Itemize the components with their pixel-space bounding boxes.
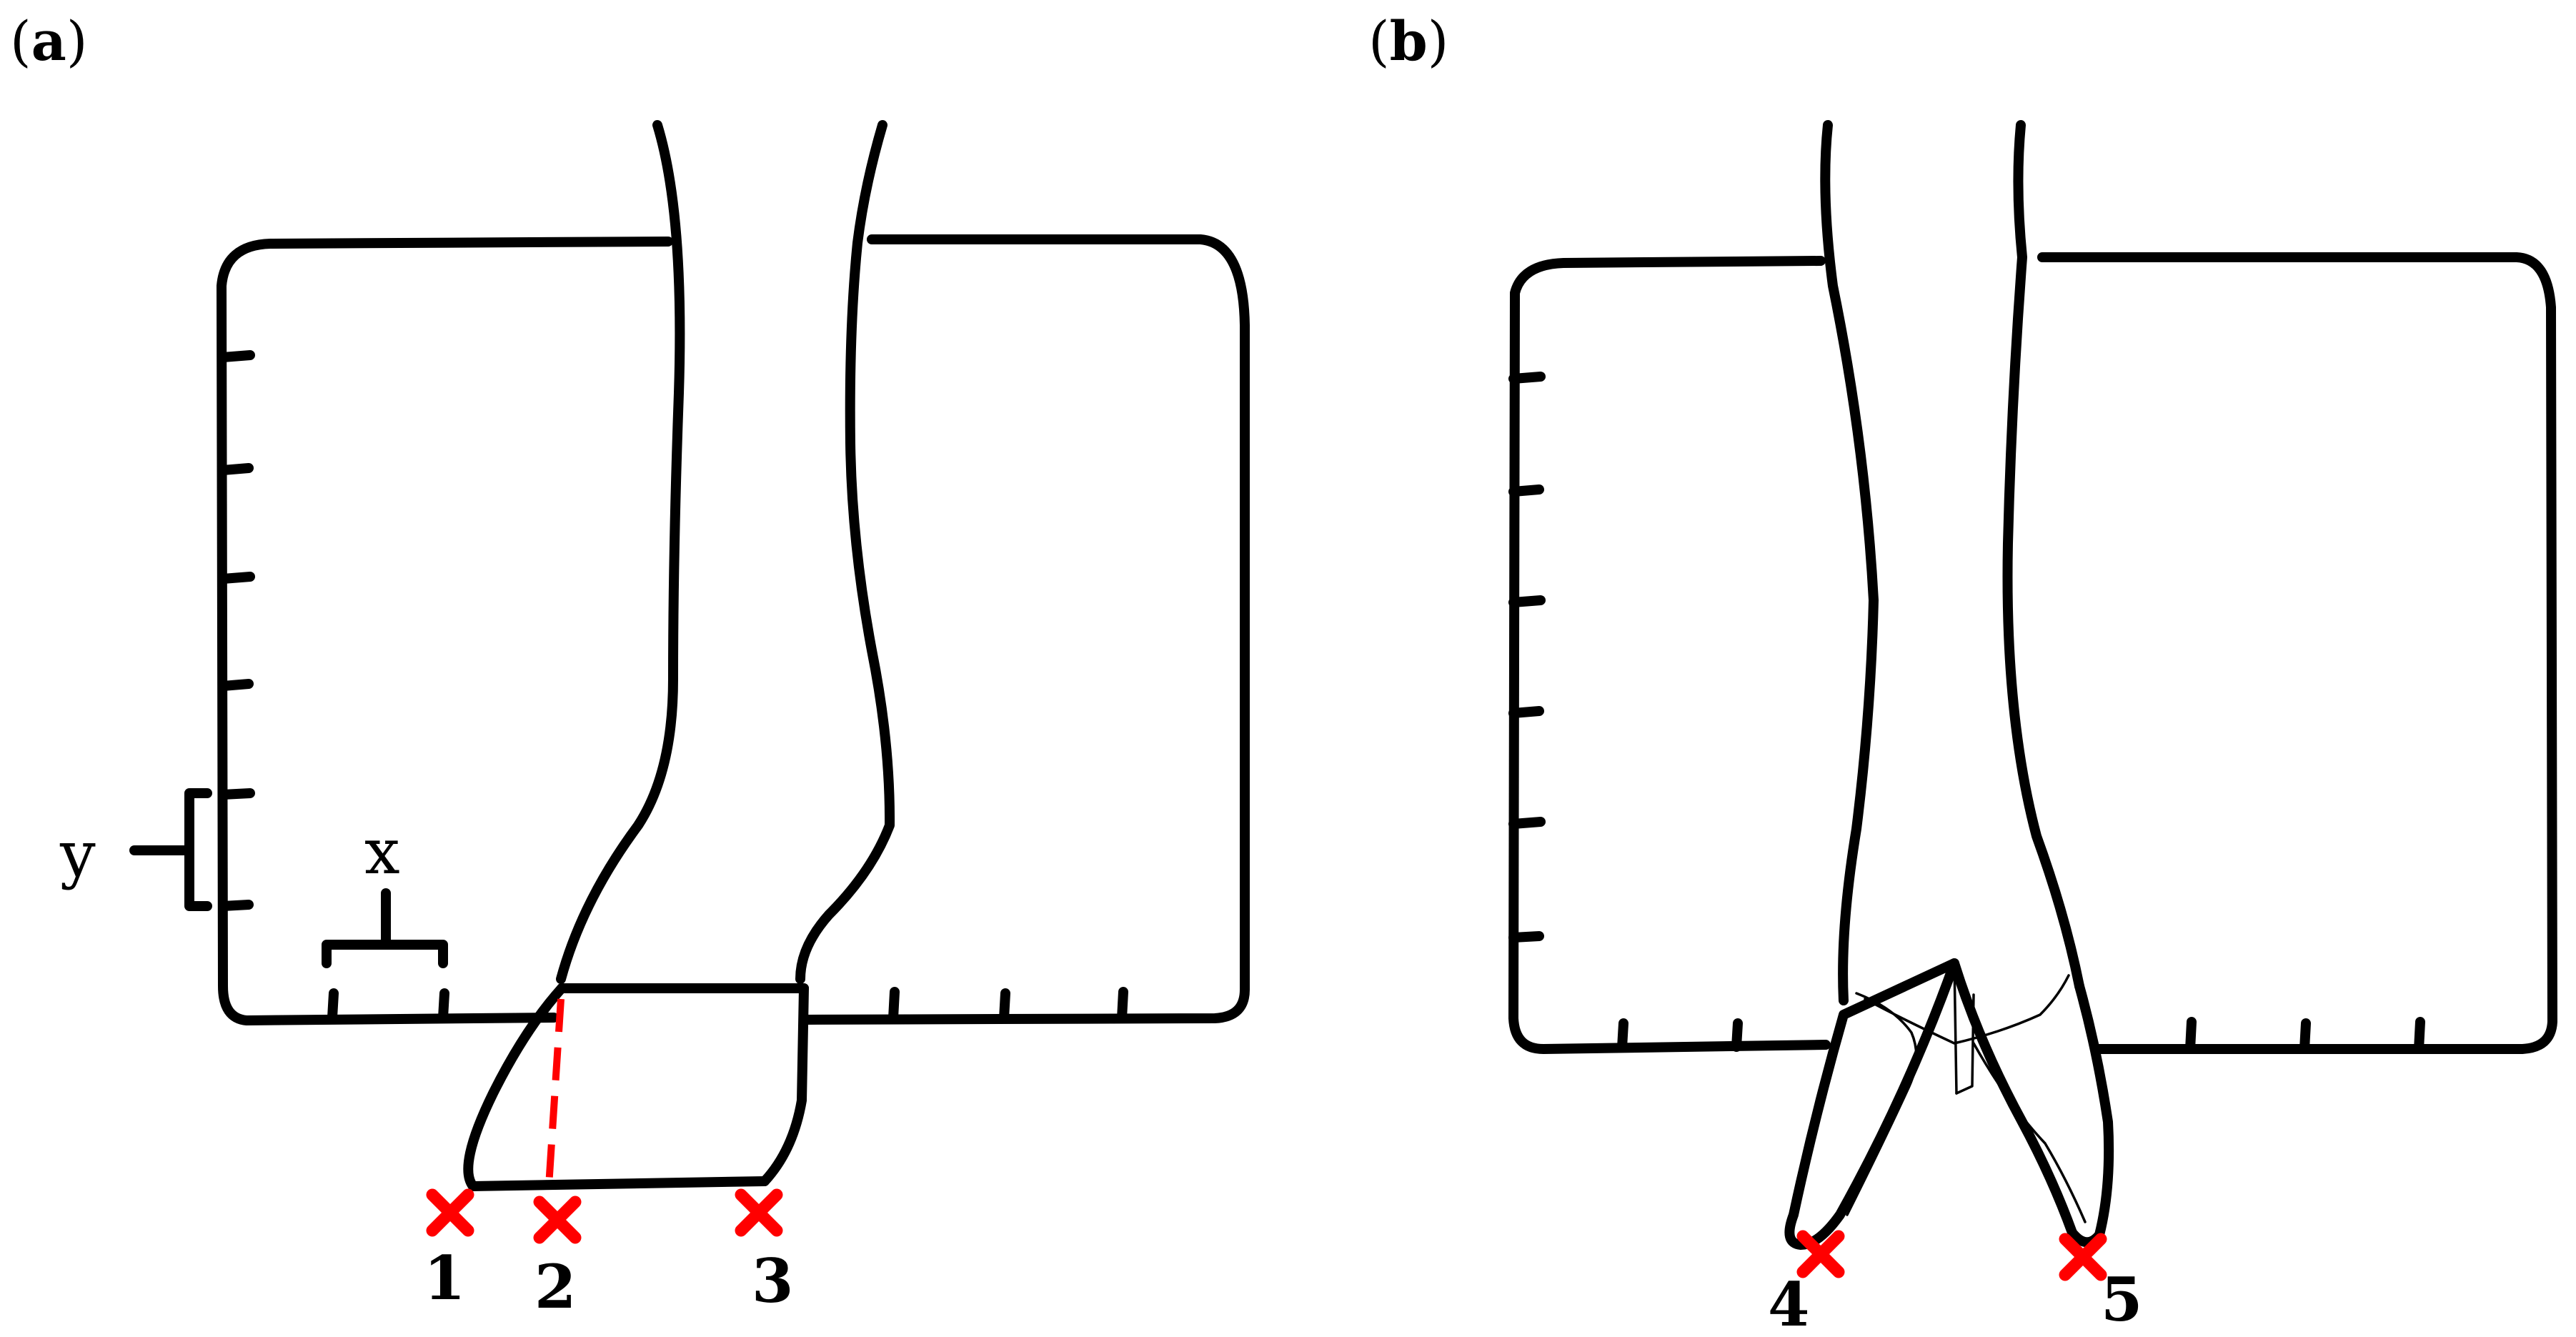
landmark-point-2: 2 [533,1196,582,1322]
board-outline-b [1508,252,2557,1054]
panel-label-b: (b) [1368,9,1448,73]
x-marker-icon [533,1196,582,1244]
x-spacing-bracket: x [322,815,448,968]
landmark-point-1: 1 [424,1188,474,1313]
landmark-point-4: 4 [1768,1230,1845,1337]
leg-outline-b [1820,120,1879,1005]
dashed-hoof-axis-line [545,998,565,1187]
interdigital-detail-b [1846,962,2087,1223]
landmark-point-5: 5 [2059,1233,2142,1335]
x-marker-icon [426,1188,474,1237]
board-ticks-left-b [1508,372,1546,943]
point-label-2: 2 [534,1251,576,1322]
point-label-4: 4 [1768,1269,1809,1337]
board-ticks-bottom-b [1617,1017,2425,1054]
hoof-capsule-a [463,983,809,1191]
board-ticks-bottom-a [327,987,1128,1023]
measurement-board-a [217,234,1250,1025]
board-ticks-left-a [218,350,255,911]
measurement-board-b [1508,252,2557,1054]
leg-outline-a [556,120,685,984]
x-marker-icon [735,1188,783,1237]
hoof-heel-a [760,983,809,1186]
leg-frontal-b [1820,120,2084,1005]
hoof-sole-a [468,1176,770,1191]
claw-left-b [1784,958,1959,1250]
y-spacing-bracket: y [59,788,212,911]
point-label-1: 1 [424,1243,465,1313]
x-axis-label: x [364,815,400,888]
hoof-claws-b [1784,958,2114,1250]
point-label-5: 5 [2101,1264,2142,1335]
y-axis-label: y [59,817,96,891]
landmark-point-3: 3 [735,1188,793,1316]
x-marker-icon [2059,1233,2107,1281]
board-outline-a [217,234,1250,1025]
point-label-3: 3 [752,1246,793,1316]
panel-label-a: (a) [10,9,88,73]
hoof-wall-dorsal-a [463,983,567,1191]
claw-right-b [1949,958,2114,1248]
leg-lateral-a [556,120,895,984]
x-marker-icon [1796,1230,1845,1278]
